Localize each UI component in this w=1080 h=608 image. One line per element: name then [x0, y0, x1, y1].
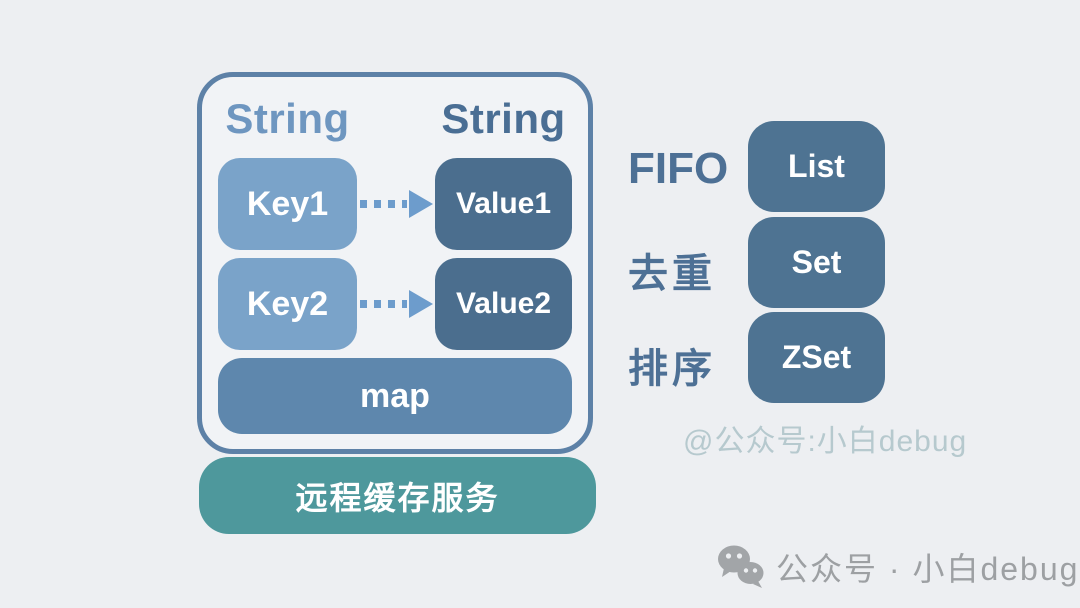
feature-label-fifo: FIFO — [628, 144, 729, 193]
value2-box: Value2 — [435, 258, 572, 350]
key1-box: Key1 — [218, 158, 357, 250]
key-type-header: String — [225, 95, 350, 142]
map-bar: map — [218, 358, 572, 434]
footer-brand: 公众号 · 小白debug — [716, 543, 1079, 591]
structure-box-set: Set — [748, 217, 885, 308]
dotted-arrow-icon — [360, 290, 433, 318]
dotted-arrow-icon — [360, 190, 433, 218]
hash-map-container: String String Key1 Value1 Key2 Value2 ma… — [197, 72, 593, 454]
watermark-text: @公众号:小白debug — [683, 425, 968, 458]
value-type-header: String — [441, 95, 566, 142]
feature-label-dedupe: 去重 — [628, 252, 716, 296]
footer-brand-label: 公众号 · 小白debug — [776, 551, 1080, 587]
key2-box: Key2 — [218, 258, 357, 350]
remote-cache-service-box: 远程缓存服务 — [199, 457, 596, 534]
value1-box: Value1 — [435, 158, 572, 250]
structure-box-list: List — [748, 121, 885, 212]
wechat-icon — [718, 545, 764, 588]
structure-box-zset: ZSet — [748, 312, 885, 403]
feature-label-sort: 排序 — [628, 347, 716, 391]
